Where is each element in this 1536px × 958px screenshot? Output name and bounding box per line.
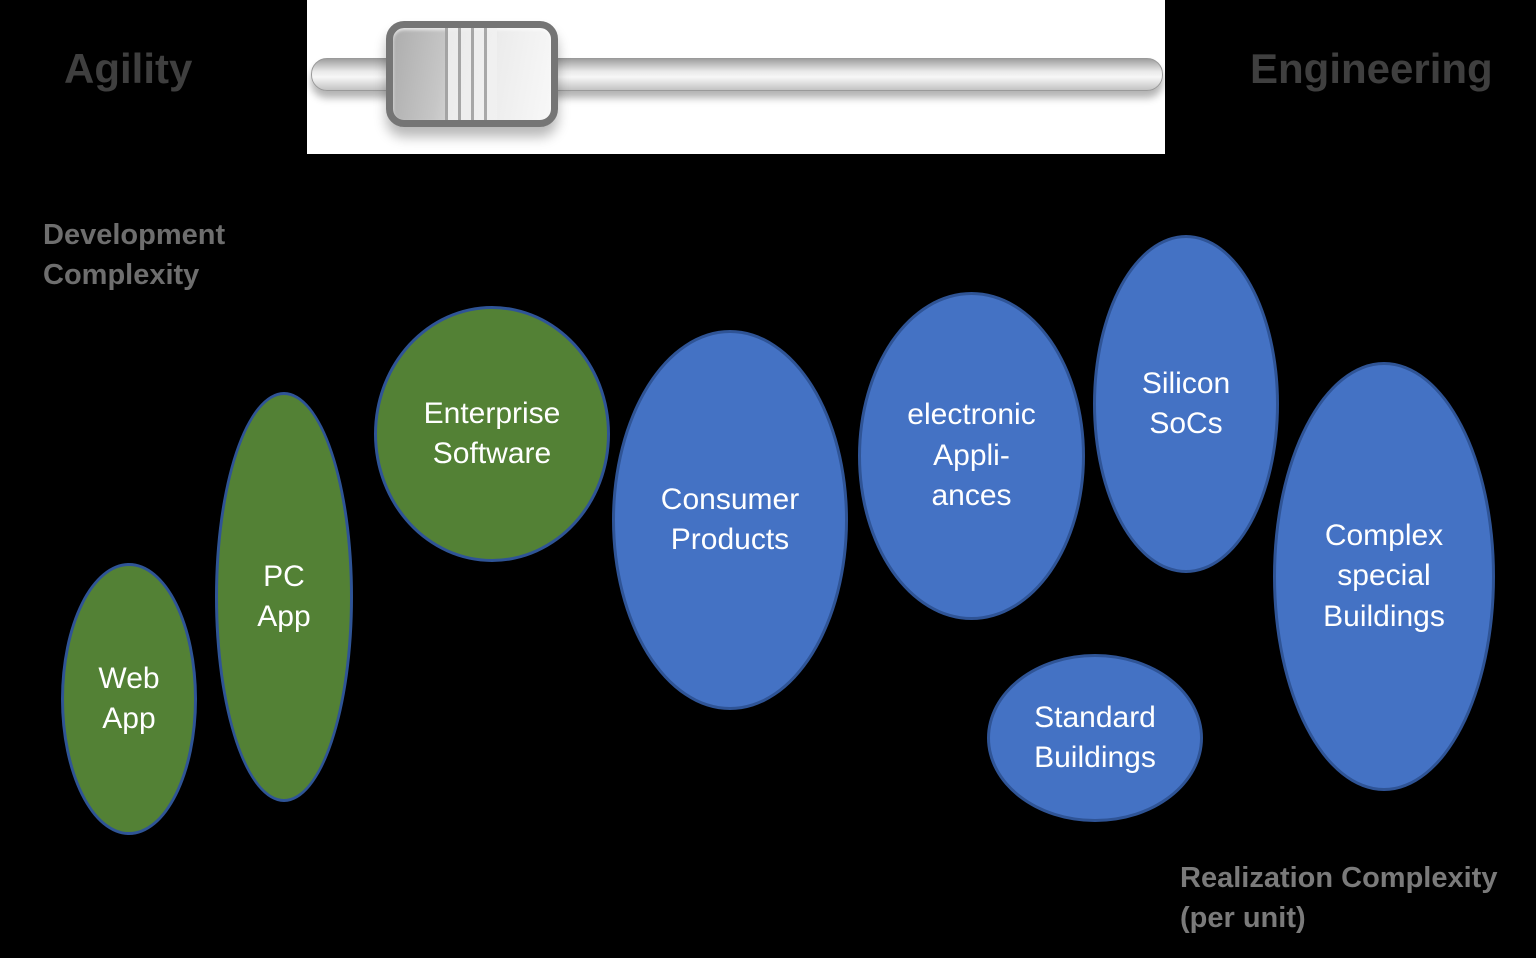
ellipse-consumer-products: Consumer Products xyxy=(612,330,848,710)
slider-panel xyxy=(307,0,1165,154)
slider-knob-handle[interactable] xyxy=(386,21,558,127)
ellipse-consumer-products-label: Consumer Products xyxy=(660,482,800,557)
slider-knob-grip-lines xyxy=(445,28,498,120)
ellipse-electronic-appliances: electronic Appli- ances xyxy=(858,292,1085,620)
ellipse-complex-special-buildings: Complex special Buildings xyxy=(1273,362,1495,791)
realization-complexity-axis-label: Realization Complexity (per unit) xyxy=(1180,862,1498,935)
ellipse-silicon-socs: Silicon SoCs xyxy=(1093,235,1279,573)
ellipse-web-app-label: Web App xyxy=(98,661,160,736)
agility-label: Agility xyxy=(64,45,193,92)
ellipse-complex-special-buildings-label: Complex special Buildings xyxy=(1323,518,1445,633)
ellipse-pc-app-label: PC App xyxy=(257,559,311,634)
ellipse-silicon-socs-label: Silicon SoCs xyxy=(1141,366,1231,441)
ellipse-electronic-appliances-label: electronic Appli- ances xyxy=(907,398,1036,513)
ellipse-enterprise-software: Enterprise Software xyxy=(374,306,610,562)
ellipse-web-app: Web App xyxy=(61,563,197,835)
development-complexity-axis-label: Development Complexity xyxy=(43,219,226,292)
ellipse-enterprise-software-label: Enterprise Software xyxy=(423,396,561,471)
ellipse-pc-app: PC App xyxy=(215,392,353,802)
engineering-label: Engineering xyxy=(1250,45,1493,92)
ellipse-standard-buildings-label: Standard Buildings xyxy=(1034,700,1156,775)
ellipse-standard-buildings: Standard Buildings xyxy=(987,654,1203,822)
